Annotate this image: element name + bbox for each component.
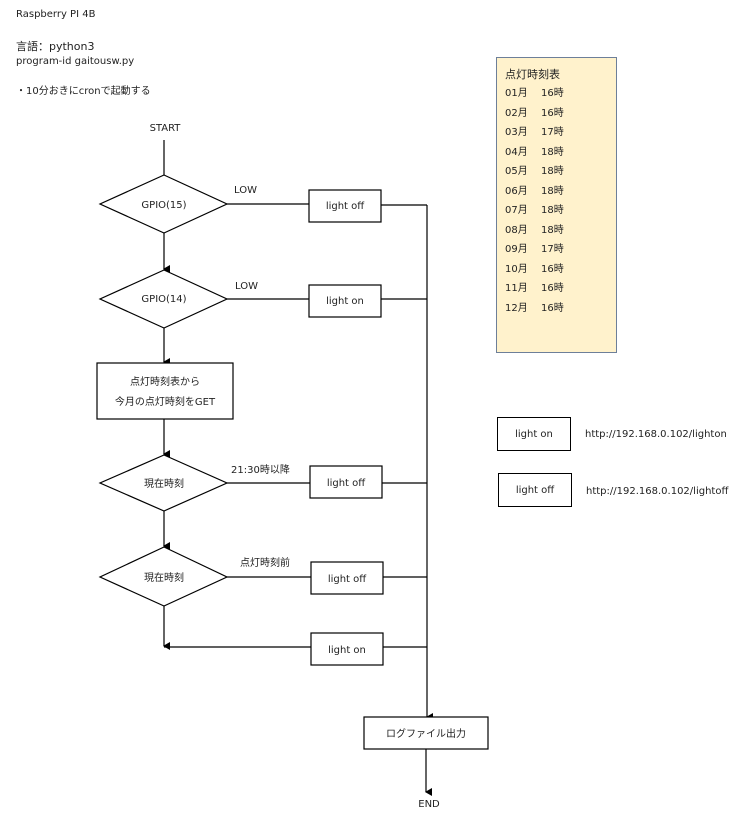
schedule-hour: 16時: [541, 302, 564, 314]
decision-gpio14-branch-label: LOW: [235, 281, 258, 292]
schedule-hour: 16時: [541, 283, 564, 294]
schedule-row: 11月 16時: [505, 279, 564, 294]
action-time1-label: light off: [327, 478, 366, 489]
schedule-month: 01月: [505, 88, 528, 99]
action-gpio14-label: light on: [326, 296, 364, 307]
schedule-month: 03月: [505, 127, 528, 138]
decision-time2-branch-label: 点灯時刻前: [240, 556, 290, 569]
decision-gpio14-label: GPIO(14): [141, 294, 186, 305]
process-get-line1: 点灯時刻表から: [130, 375, 200, 388]
schedule-table-title: 点灯時刻表: [505, 68, 560, 81]
schedule-month: 10月: [505, 263, 528, 275]
schedule-month: 05月: [505, 166, 528, 177]
schedule-hour: 18時: [541, 146, 564, 158]
schedule-hour: 16時: [541, 263, 564, 275]
legend-light-off-box: light off: [498, 473, 572, 507]
schedule-hour: 18時: [541, 205, 564, 216]
action-default-label: light on: [328, 645, 366, 656]
schedule-row: 03月 17時: [505, 123, 564, 138]
process-get-box: [96, 362, 234, 420]
schedule-row: 05月 18時: [505, 162, 564, 177]
schedule-month: 09月: [505, 244, 528, 255]
action-time2-label: light off: [328, 574, 367, 585]
start-label: START: [150, 123, 182, 134]
decision-time1-label: 現在時刻: [144, 477, 184, 490]
process-get-line2: 今月の点灯時刻をGET: [115, 395, 216, 408]
legend-light-off-label: light off: [515, 484, 555, 496]
action-gpio15-box: [308, 189, 382, 223]
legend-light-on-label: light on: [515, 428, 553, 440]
cron-note: ・10分おきにcronで起動する: [16, 86, 151, 97]
schedule-row: 01月 16時: [505, 84, 564, 99]
action-time2-box: [310, 561, 384, 595]
action-gpio15-label: light off: [326, 201, 365, 212]
schedule-row: 07月 18時: [505, 201, 564, 216]
action-default-box: [310, 632, 384, 666]
legend-light-on-url: http://192.168.0.102/lighton: [585, 429, 727, 440]
end-label: END: [418, 799, 440, 810]
schedule-table: 点灯時刻表 01月 16時 02月 16時 03月 17時 04月 18時 05月 18時 06月 1…: [496, 57, 617, 353]
log-output-label: ログファイル出力: [386, 727, 466, 740]
schedule-row: 06月 18時: [505, 182, 564, 197]
action-gpio14-box: [308, 284, 382, 318]
schedule-hour: 17時: [541, 244, 564, 255]
decision-time2-label: 現在時刻: [144, 571, 184, 584]
legend-light-on-box: light on: [497, 417, 571, 451]
schedule-month: 02月: [505, 107, 528, 119]
language-label: 言語：python3: [16, 40, 95, 53]
schedule-month: 07月: [505, 205, 528, 216]
schedule-hour: 18時: [541, 166, 564, 177]
legend-light-off-url: http://192.168.0.102/lightoff: [586, 486, 729, 497]
schedule-row: 04月 18時: [505, 143, 564, 158]
schedule-month: 08月: [505, 224, 528, 236]
schedule-month: 06月: [505, 185, 528, 197]
device-label: Raspberry PI 4B: [16, 9, 96, 20]
schedule-row: 08月 18時: [505, 221, 564, 236]
schedule-hour: 17時: [541, 127, 564, 138]
schedule-hour: 16時: [541, 107, 564, 119]
decision-gpio15-label: GPIO(15): [141, 200, 186, 211]
schedule-hour: 16時: [541, 88, 564, 99]
decision-time1-branch-label: 21:30時以降: [231, 463, 290, 476]
schedule-month: 12月: [505, 302, 528, 314]
schedule-row: 02月 16時: [505, 104, 564, 119]
schedule-hour: 18時: [541, 224, 564, 236]
schedule-row: 10月 16時: [505, 260, 564, 275]
decision-gpio15-branch-label: LOW: [234, 185, 257, 196]
schedule-row: 09月 17時: [505, 240, 564, 255]
schedule-month: 04月: [505, 146, 528, 158]
schedule-month: 11月: [505, 283, 528, 294]
program-id-label: program-id gaitousw.py: [16, 56, 135, 67]
action-time1-box: [309, 465, 383, 499]
schedule-hour: 18時: [541, 185, 564, 197]
schedule-row: 12月 16時: [505, 299, 564, 314]
